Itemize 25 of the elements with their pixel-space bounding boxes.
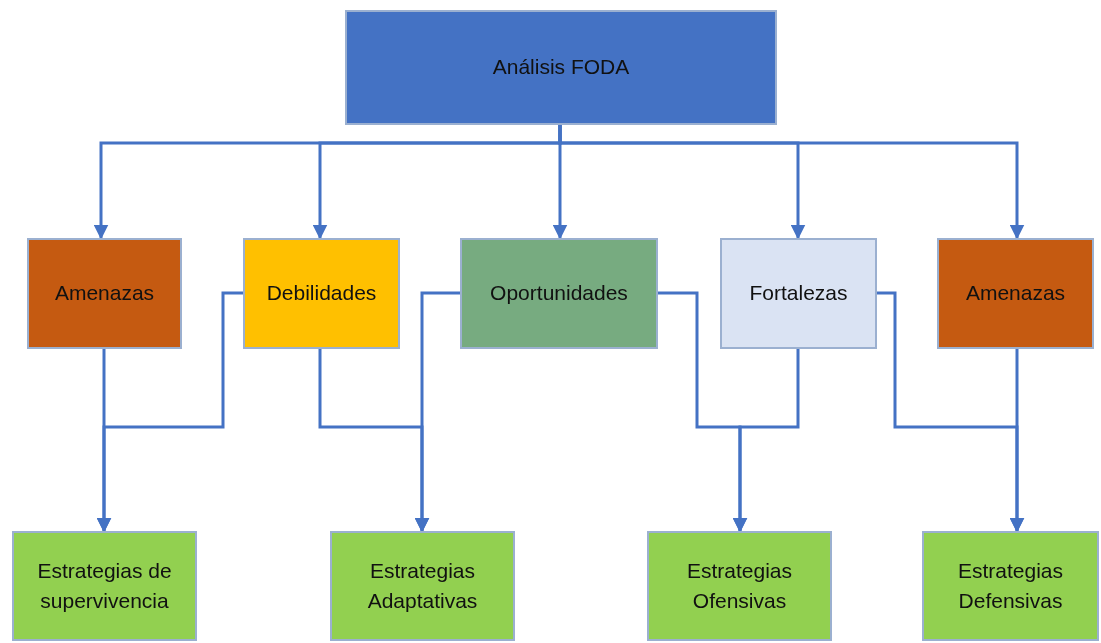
arrow — [414, 291, 460, 533]
node-label: Estrategias Defensivas — [956, 557, 1065, 614]
category-box — [720, 238, 877, 349]
category-box — [460, 238, 658, 349]
node-label: Estrategias Ofensivas — [685, 557, 794, 614]
title-box — [345, 10, 777, 125]
node-label: Estrategias Adaptativas — [366, 557, 479, 614]
strategy-box — [922, 531, 1099, 641]
node-label: Amenazas — [965, 280, 1066, 307]
strategy-box — [330, 531, 515, 641]
arrow — [1009, 349, 1025, 533]
node-label: Fortalezas — [749, 280, 848, 307]
arrow — [558, 125, 1025, 240]
category-box — [937, 238, 1094, 349]
node-label: Análisis FODA — [492, 54, 630, 81]
node-label: Oportunidades — [490, 280, 628, 307]
node-label: Amenazas — [54, 280, 155, 307]
arrow — [732, 349, 800, 533]
category-box — [243, 238, 400, 349]
node-label: Debilidades — [266, 280, 377, 307]
category-box — [27, 238, 182, 349]
strategy-box — [12, 531, 197, 641]
strategy-box — [647, 531, 832, 641]
node-label: Estrategias de supervivencia — [36, 557, 173, 614]
arrow — [96, 291, 243, 533]
